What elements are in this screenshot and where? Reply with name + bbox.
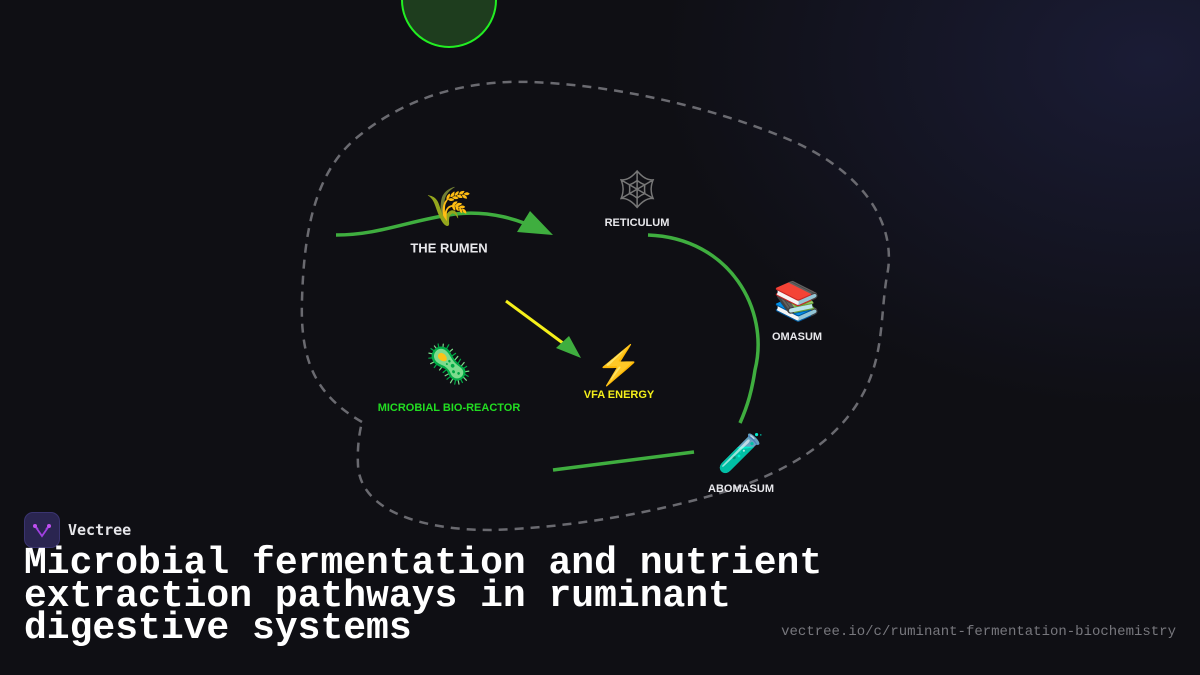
brand-name: Vectree bbox=[68, 521, 132, 539]
node-reticulum: 🕸 RETICULUM bbox=[605, 171, 670, 229]
node-rumen: 🌾 THE RUMEN bbox=[410, 189, 487, 256]
flow-abomasum-out bbox=[552, 450, 695, 472]
flow-rumen-to-reticulum bbox=[335, 211, 541, 237]
page-title: Microbial fermentation and nutrient extr… bbox=[24, 542, 823, 650]
flow-reticulum-to-abomasum bbox=[647, 233, 760, 424]
source-url[interactable]: vectree.io/c/ruminant-fermentation-bioch… bbox=[781, 624, 1176, 640]
node-label: OMASUM bbox=[771, 331, 823, 343]
arrowhead-microbial-to-vfa bbox=[556, 336, 581, 358]
node-label: THE RUMEN bbox=[410, 240, 488, 256]
arrowhead-rumen-to-reticulum bbox=[517, 211, 553, 235]
books-icon: 📚 bbox=[773, 281, 821, 323]
spider-web-icon: 🕸 bbox=[612, 169, 662, 211]
node-label: ABOMASUM bbox=[708, 483, 774, 495]
test-tube-icon: 🧪 bbox=[717, 433, 765, 475]
lightning-icon: ⚡ bbox=[595, 345, 643, 387]
node-label: RETICULUM bbox=[604, 217, 670, 229]
brand: Vectree bbox=[24, 512, 131, 548]
vectree-logo-icon bbox=[24, 512, 60, 548]
node-abomasum: 🧪 ABOMASUM bbox=[708, 435, 774, 495]
top-circle bbox=[401, 0, 497, 48]
node-label: MICROBIAL BIO-REACTOR bbox=[377, 402, 521, 414]
node-label: VFA ENERGY bbox=[583, 389, 655, 401]
stomach-boundary bbox=[300, 80, 891, 532]
node-vfa-energy: ⚡ VFA ENERGY bbox=[584, 347, 655, 401]
node-omasum: 📚 OMASUM bbox=[772, 283, 822, 343]
sheaf-of-rice-icon: 🌾 bbox=[425, 186, 473, 229]
node-microbial-bio-reactor: 🦠 MICROBIAL BIO-REACTOR bbox=[378, 346, 521, 414]
microbe-icon: 🦠 bbox=[425, 344, 473, 386]
